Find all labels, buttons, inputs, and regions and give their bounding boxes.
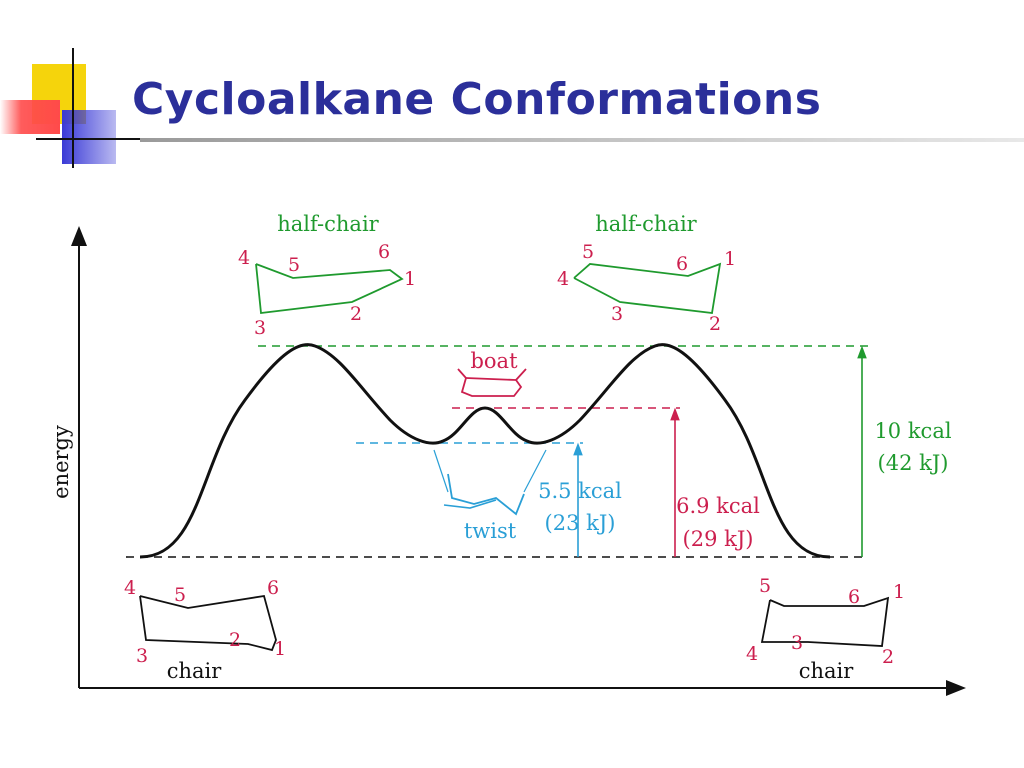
boat-energy-kj: (29 kJ) xyxy=(683,527,754,551)
twist-energy-kj: (23 kJ) xyxy=(545,511,616,535)
half-chair-energy-kj: (42 kJ) xyxy=(878,451,949,475)
atom-label: 5 xyxy=(759,575,771,597)
atom-label: 5 xyxy=(288,254,300,276)
atom-label: 6 xyxy=(676,253,688,275)
atom-label: 3 xyxy=(791,632,803,654)
atom-label: 1 xyxy=(724,248,736,270)
slide-logo xyxy=(0,48,140,168)
atom-label: 2 xyxy=(709,313,721,335)
y-axis-label: energy xyxy=(49,425,73,499)
energy-curve xyxy=(139,343,831,559)
atom-label: 3 xyxy=(254,317,266,339)
twist-ring xyxy=(447,473,525,516)
twist-energy-kcal: 5.5 kcal xyxy=(538,479,622,503)
half-chair-right-ring xyxy=(573,262,722,314)
atom-label: 6 xyxy=(848,586,860,608)
boat-ring-edge xyxy=(465,377,517,381)
twist-label: twist xyxy=(464,519,517,543)
chair-left-structure: chair 4 5 6 1 2 3 xyxy=(124,577,286,683)
boat-label: boat xyxy=(470,349,518,373)
atom-label: 4 xyxy=(557,268,569,290)
title-underline xyxy=(140,138,1024,142)
half-chair-left-structure: half-chair 4 5 6 1 2 3 xyxy=(238,212,416,339)
chair-right-structure: chair 5 6 1 2 3 4 xyxy=(746,575,905,683)
chair-right-label: chair xyxy=(799,659,855,683)
atom-label: 2 xyxy=(229,629,241,651)
twist-guide-left xyxy=(433,449,449,493)
atom-label: 4 xyxy=(124,577,136,599)
atom-label: 4 xyxy=(746,643,758,665)
chair-right-ring xyxy=(760,596,890,647)
atom-label: 1 xyxy=(893,581,905,603)
atom-label: 3 xyxy=(136,645,148,667)
atom-label: 1 xyxy=(404,268,416,290)
half-chair-right-label: half-chair xyxy=(595,212,697,236)
atom-label: 2 xyxy=(350,303,362,325)
half-chair-right-structure: half-chair 5 6 1 4 3 2 xyxy=(557,212,736,335)
twist-guide-right xyxy=(523,449,547,493)
logo-red-bar xyxy=(0,100,60,134)
atom-label: 6 xyxy=(267,577,279,599)
boat-structure: boat xyxy=(457,349,527,397)
atom-label: 3 xyxy=(611,303,623,325)
twist-structure: twist xyxy=(433,449,547,543)
atom-label: 5 xyxy=(174,584,186,606)
chair-left-ring xyxy=(139,594,277,652)
atom-label: 5 xyxy=(582,241,594,263)
atom-label: 6 xyxy=(378,241,390,263)
chair-left-label: chair xyxy=(167,659,223,683)
boat-energy-kcal: 6.9 kcal xyxy=(676,494,760,518)
atom-label: 1 xyxy=(274,638,286,660)
logo-blue-square xyxy=(62,110,116,164)
atom-label: 4 xyxy=(238,247,250,269)
half-chair-left-ring xyxy=(255,263,404,315)
half-chair-left-label: half-chair xyxy=(277,212,379,236)
atom-label: 2 xyxy=(882,646,894,668)
twist-ring-back xyxy=(443,499,497,509)
half-chair-energy-kcal: 10 kcal xyxy=(874,419,951,443)
boat-ring xyxy=(457,368,527,397)
slide-title: Cycloalkane Conformations xyxy=(132,74,822,125)
